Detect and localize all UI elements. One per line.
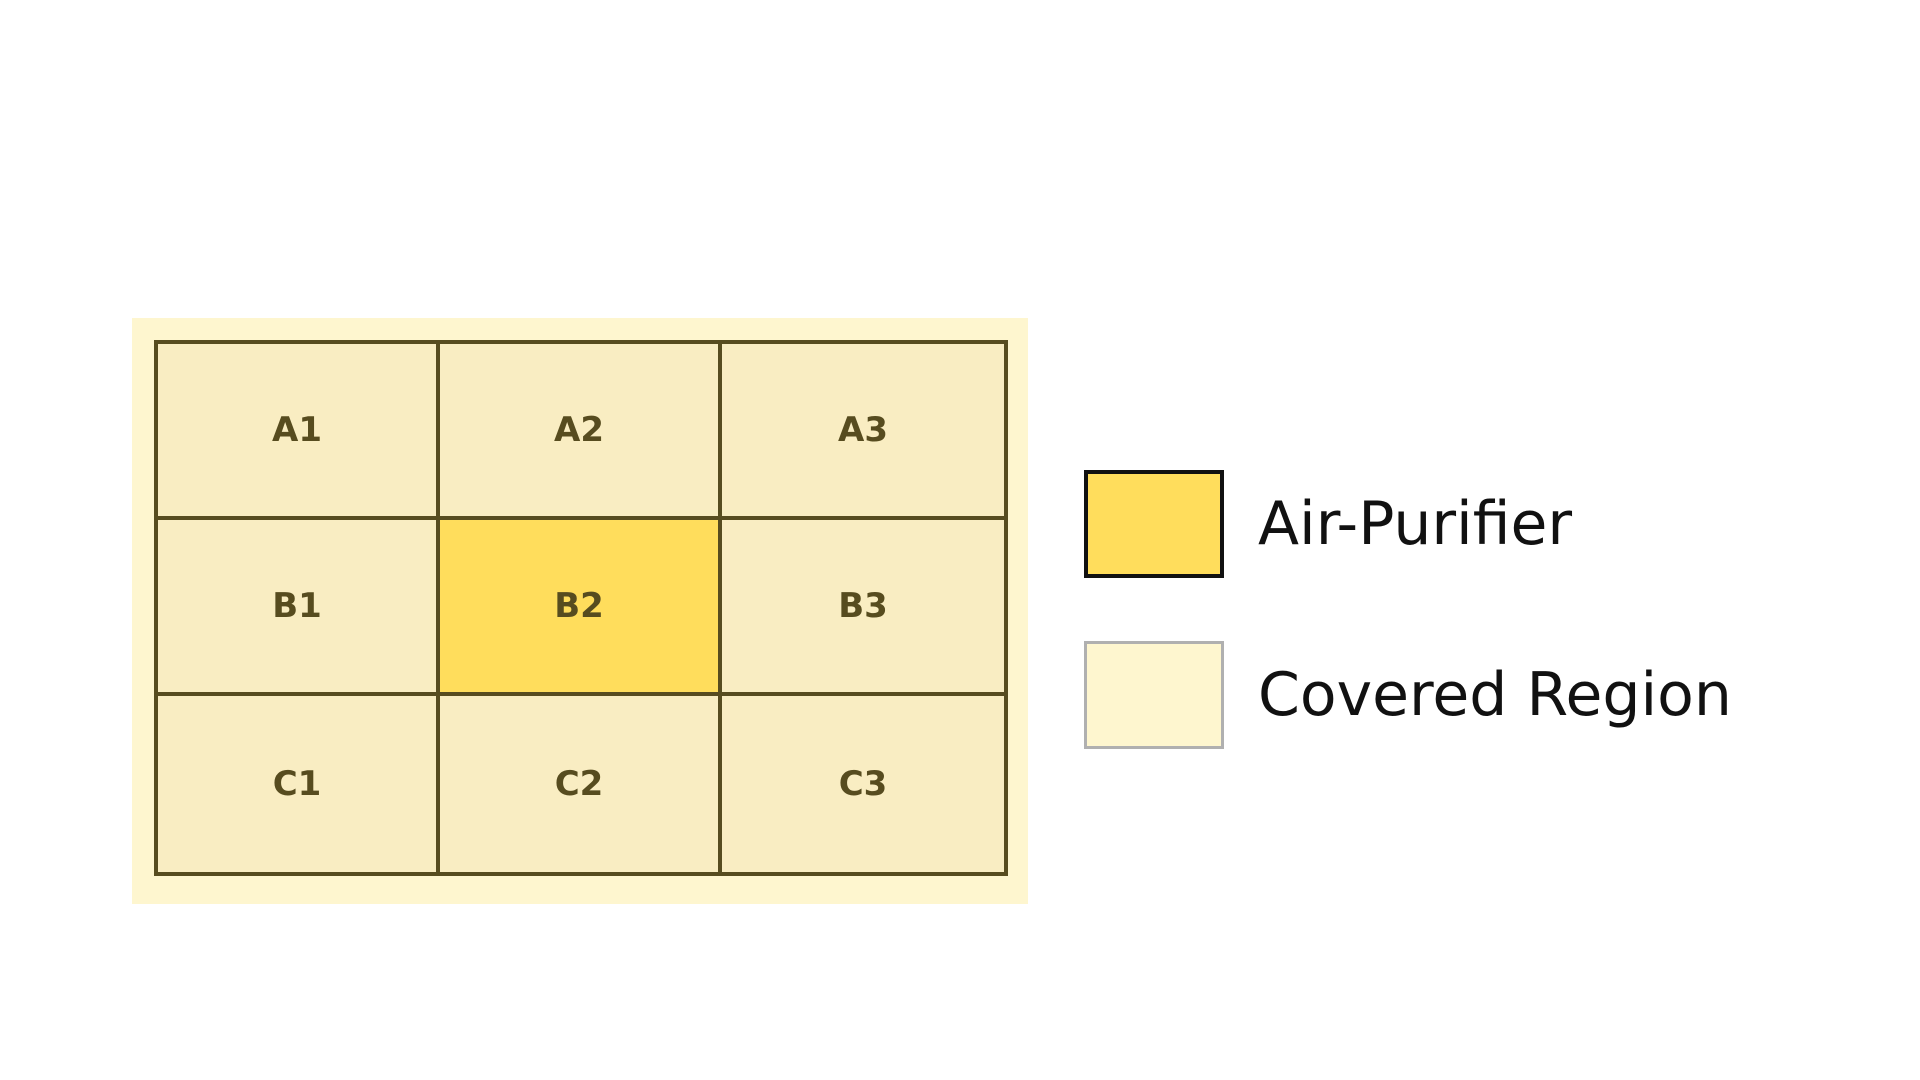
- cell-b2: B2: [440, 520, 722, 696]
- legend-label-purifier: Air-Purifier: [1258, 489, 1573, 559]
- cell-c3: C3: [722, 696, 1004, 872]
- cell-b1: B1: [158, 520, 440, 696]
- legend-swatch-covered: [1084, 641, 1224, 749]
- legend-label-covered: Covered Region: [1258, 660, 1732, 730]
- cell-a1: A1: [158, 344, 440, 520]
- grid-backdrop: A1 A2 A3 B1 B2 B3 C1 C2 C3: [132, 318, 1028, 904]
- legend-item-covered: Covered Region: [1084, 639, 1732, 751]
- legend: Air-Purifier Covered Region: [1084, 468, 1732, 810]
- cell-b3: B3: [722, 520, 1004, 696]
- cell-a3: A3: [722, 344, 1004, 520]
- region-grid: A1 A2 A3 B1 B2 B3 C1 C2 C3: [154, 340, 1008, 876]
- cell-c1: C1: [158, 696, 440, 872]
- legend-item-purifier: Air-Purifier: [1084, 468, 1732, 580]
- cell-a2: A2: [440, 344, 722, 520]
- legend-swatch-purifier: [1084, 470, 1224, 578]
- cell-c2: C2: [440, 696, 722, 872]
